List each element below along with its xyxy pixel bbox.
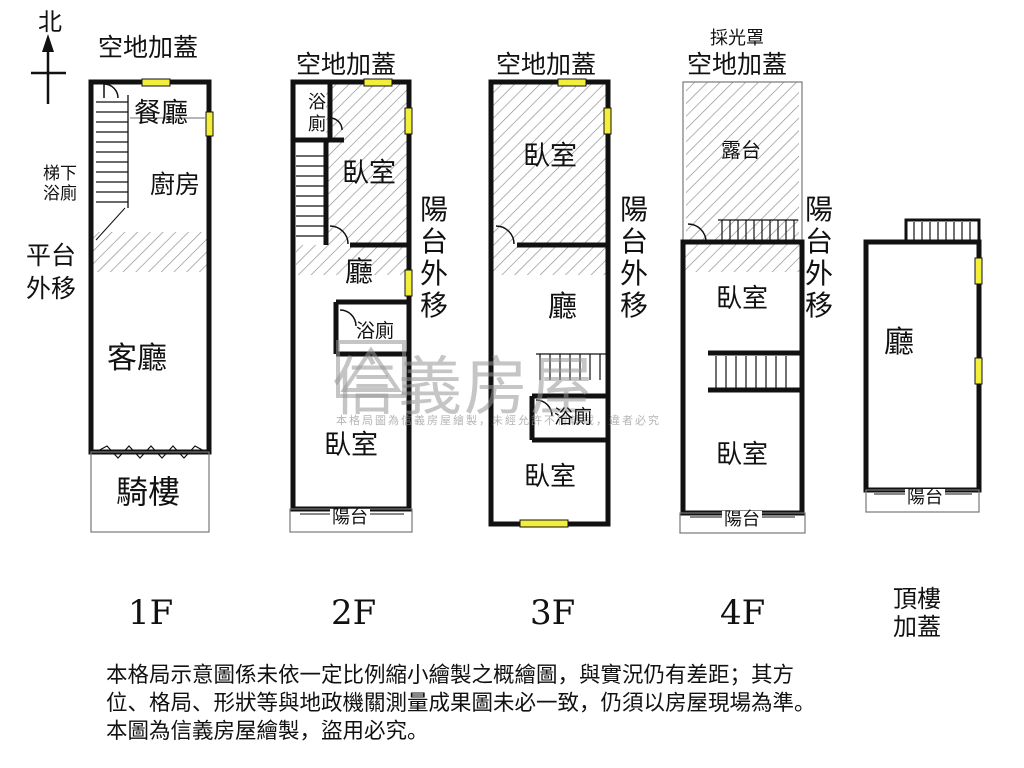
- f2-bath-label: 浴廁: [356, 320, 395, 342]
- f2-balcony-moved-label: 陽 台 外 移: [418, 194, 450, 322]
- f4-balcony-moved-label: 陽 台 外 移: [803, 194, 835, 322]
- f1-under-stair-bath-label: 梯下 浴廁: [43, 164, 77, 205]
- watermark-notice: 本格局圖為信義房屋繪製，未經允許不得轉載，違者必究: [336, 414, 661, 427]
- f3-bedroom-label: 臥室: [524, 462, 577, 492]
- f3-bedroom-top-label: 臥室: [523, 141, 577, 172]
- f2-bath-top-line2: 廁: [308, 113, 326, 135]
- f2-bath-top-label: 浴 廁: [308, 92, 326, 135]
- f4-bedroom-label: 臥室: [716, 440, 769, 470]
- f1-platform-line1: 平台: [26, 241, 77, 270]
- f3-moved-char3: 外: [619, 257, 648, 290]
- f4-bedroom-top-label: 臥室: [716, 284, 769, 314]
- f1-under-stair-line1: 梯下: [43, 164, 77, 184]
- roof-hall-label: 廳: [884, 325, 914, 360]
- f4-moved-char4: 移: [804, 289, 833, 322]
- floor-4f-name: 4F: [720, 593, 766, 633]
- f1-living-label: 客廳: [107, 341, 167, 376]
- f2-bath-top-line1: 浴: [308, 92, 326, 113]
- f2-moved-char1: 陽: [419, 193, 448, 226]
- f2-moved-char3: 外: [419, 257, 448, 290]
- north-arrow-icon: [31, 34, 66, 104]
- f1-arcade-label: 騎樓: [116, 473, 181, 511]
- f1-platform-line2: 外移: [26, 273, 77, 303]
- f3-balcony-moved-label: 陽 台 外 移: [618, 194, 650, 322]
- floor-3f-name: 3F: [530, 593, 576, 633]
- disclaimer-line3: 本圖為信義房屋繪製，盜用必究。: [106, 719, 429, 744]
- f2-balcony-label: 陽台: [330, 507, 370, 528]
- f2-hall-label: 廳: [345, 255, 374, 288]
- floor-2f-plan: [289, 78, 413, 533]
- floor-2f-name: 2F: [331, 593, 377, 633]
- f3-bath-label: 浴廁: [554, 406, 593, 428]
- floor-roof-plan: [863, 218, 983, 513]
- f2-bedroom-label: 臥室: [324, 430, 378, 461]
- f4-skylight-label: 採光罩: [710, 28, 764, 49]
- floor-1f-plan: [88, 78, 214, 533]
- disclaimer-line1: 本格局示意圖係未依一定比例縮小繪製之概繪圖，與實況仍有差距；其方: [106, 663, 795, 688]
- f2-moved-char4: 移: [419, 289, 448, 322]
- f1-extension-label: 空地加蓋: [98, 33, 199, 62]
- compass-north-label: 北: [38, 8, 62, 36]
- f3-extension-label: 空地加蓋: [496, 50, 597, 79]
- floor-1f-name: 1F: [128, 593, 174, 633]
- disclaimer-line2: 位、格局、形狀等與地政機關測量成果圖未必一致，仍須以房屋現場為準。: [106, 691, 816, 716]
- f4-moved-char2: 台: [804, 225, 833, 258]
- f1-kitchen-label: 廚房: [150, 170, 201, 199]
- watermark-brand: 信義房屋: [332, 351, 596, 425]
- roof-name-line2: 加蓋: [893, 612, 941, 641]
- roof-balcony-label: 陽台: [905, 487, 945, 508]
- f3-moved-char4: 移: [619, 289, 648, 322]
- f4-extension-label: 空地加蓋: [687, 50, 788, 79]
- roof-name-line1: 頂樓: [893, 585, 941, 613]
- f1-platform-label: 平台 外移: [26, 240, 76, 305]
- f4-moved-char1: 陽: [804, 193, 833, 226]
- f4-balcony-label: 陽台: [722, 509, 762, 530]
- f1-under-stair-line2: 浴廁: [43, 184, 77, 205]
- f4-moved-char3: 外: [804, 257, 833, 290]
- f3-hall-label: 廳: [548, 289, 578, 323]
- disclaimer-text: 本格局示意圖係未依一定比例縮小繪製之概繪圖，與實況仍有差距；其方 位、格局、形狀…: [106, 662, 816, 746]
- f2-moved-char2: 台: [419, 225, 448, 258]
- floor-3f-plan: [488, 78, 612, 528]
- floor-roof-name: 頂樓 加蓋: [893, 585, 941, 641]
- f1-dining-label: 餐廳: [134, 98, 188, 129]
- f3-moved-char2: 台: [619, 225, 648, 258]
- f2-bedroom-top-label: 臥室: [342, 158, 396, 189]
- floor-4f-plan: [679, 81, 806, 534]
- f4-terrace-label: 露台: [721, 138, 761, 162]
- f3-moved-char1: 陽: [619, 193, 648, 226]
- f2-extension-label: 空地加蓋: [296, 50, 397, 79]
- brand-logo-icon: [336, 340, 406, 398]
